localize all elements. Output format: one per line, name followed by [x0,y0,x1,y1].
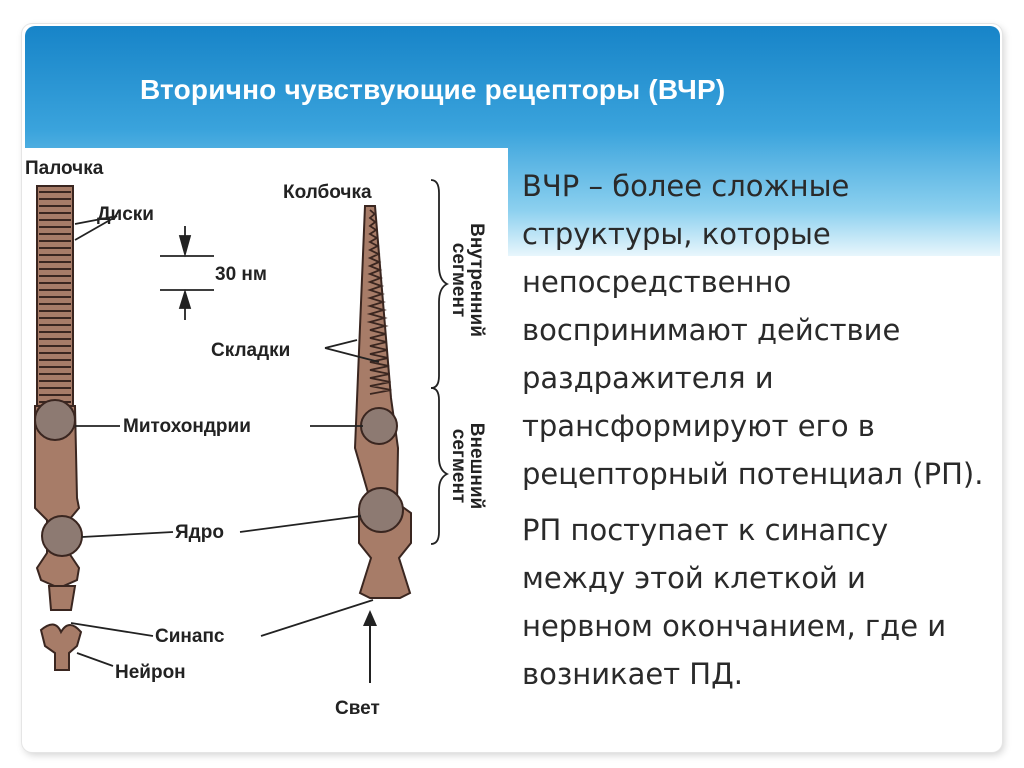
label-rod: Палочка [25,158,104,179]
label-pointers [70,179,450,667]
label-outer-1: Внешний [466,423,487,509]
receptor-diagram: Палочка Диски 30 нм Колбочка Складки Мит… [25,158,487,719]
label-outer-2: сегмент [448,429,469,503]
cone-cell [353,205,412,683]
label-mitochondria: Митохондрии [123,416,251,437]
label-neuron: Нейрон [115,662,186,683]
receptor-figure: Палочка Диски 30 нм Колбочка Складки Мит… [25,148,508,723]
slide-title: Вторично чувствующие рецепторы (ВЧР) [140,74,726,105]
rod-cell [34,185,83,671]
label-folds: Складки [211,340,290,361]
label-nucleus: Ядро [175,522,224,543]
paragraph-1: ВЧР – более сложные структуры, которые н… [522,169,984,491]
paragraph-2: РП поступает к синапсу между этой клетко… [522,513,947,691]
cone-mitochondria [360,407,398,445]
label-synapse: Синапс [155,626,225,647]
rod-synapse [47,585,77,611]
label-inner-2: сегмент [448,243,469,317]
rod-mitochondria [34,399,76,441]
label-nm: 30 нм [215,264,267,285]
label-cone: Колбочка [283,182,372,203]
neuron-shape [39,623,83,671]
slide-text: ВЧР – более сложные структуры, которые н… [522,162,992,706]
cone-folds [366,209,392,395]
label-light: Свет [335,698,380,719]
label-discs: Диски [97,204,154,225]
cone-nucleus [358,487,404,533]
label-inner-1: Внутренний [466,223,487,337]
rod-nucleus [41,515,83,557]
